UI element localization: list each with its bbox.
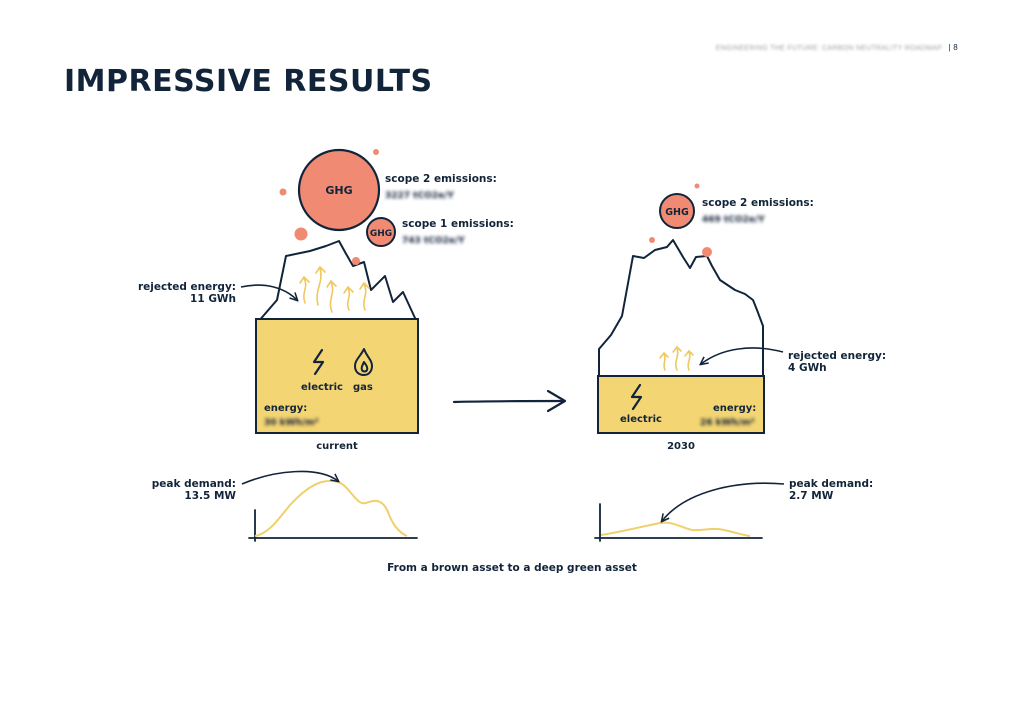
ghg-bubble-large <box>297 148 381 232</box>
emission-dot <box>279 188 287 196</box>
heat-arrow-icon <box>684 349 694 371</box>
current-building: electric gas energy: 30 kWh/m² current <box>255 240 419 452</box>
future-scope2-value: 469 tCO2e/Y <box>702 215 765 225</box>
demand-curve <box>254 479 408 537</box>
ghg-bubble-small <box>366 217 396 247</box>
emission-dot <box>294 227 308 241</box>
future-peak-chart: peak demand: 2.7 MW <box>594 478 873 542</box>
future-scope2-label: scope 2 emissions: <box>702 197 814 209</box>
ghg-label: GHG <box>665 207 689 218</box>
future-peak-value: 2.7 MW <box>789 490 834 502</box>
current-peak-value: 13.5 MW <box>184 490 236 502</box>
current-scope2-label: scope 2 emissions: <box>385 173 497 185</box>
ghg-label: GHG <box>370 229 392 239</box>
page-title: IMPRESSIVE RESULTS <box>64 64 433 99</box>
emission-dot <box>352 257 360 265</box>
current-heat-arrows <box>299 265 370 313</box>
demand-curve <box>600 521 751 537</box>
future-heat-arrows <box>659 345 694 371</box>
current-energy-label: energy: <box>264 403 307 414</box>
emission-dot <box>373 149 379 155</box>
header-meta: ENGINEERING THE FUTURE: CARBON NEUTRALIT… <box>716 43 958 52</box>
heat-arrow-icon <box>343 285 354 311</box>
future-rejected-value: 4 GWh <box>788 362 827 374</box>
future-rejected-callout: rejected energy: 4 GWh <box>701 347 886 374</box>
current-scope1-value: 743 tCO2e/Y <box>402 236 465 246</box>
callout-arrow <box>662 482 785 521</box>
callout-arrow <box>240 284 297 300</box>
future-building: electric energy: 26 kWh/m² 2030 <box>597 239 765 452</box>
future-emissions: GHG scope 2 emissions: 469 tCO2e/Y <box>649 183 814 257</box>
heat-arrow-icon <box>299 275 310 304</box>
current-scope1-label: scope 1 emissions: <box>402 218 514 230</box>
current-gas-label: gas <box>353 382 373 393</box>
heat-arrow-icon <box>359 281 370 311</box>
future-energy-block <box>597 375 765 434</box>
footer-caption: From a brown asset to a deep green asset <box>387 562 637 574</box>
axis <box>248 509 418 542</box>
heat-arrow-icon <box>659 351 669 371</box>
current-rejected-value: 11 GWh <box>190 293 236 305</box>
heat-arrow-icon <box>672 345 682 371</box>
ghg-bubble-small <box>659 193 695 229</box>
axis <box>594 503 763 542</box>
current-emissions: GHG GHG scope 2 emissions: 3227 tCO2e/Y … <box>279 148 514 265</box>
current-energy-block <box>255 318 419 434</box>
current-peak-label: peak demand: <box>152 478 236 490</box>
future-rejected-label: rejected energy: <box>788 350 886 362</box>
current-rejected-label: rejected energy: <box>138 281 236 293</box>
lightning-icon <box>312 348 325 376</box>
lightning-icon <box>630 383 643 411</box>
future-peak-label: peak demand: <box>789 478 873 490</box>
heat-arrow-icon <box>315 265 326 306</box>
arrow-right-icon <box>452 389 567 413</box>
emission-dot <box>649 237 655 243</box>
current-peak-chart: peak demand: 13.5 MW <box>152 470 418 542</box>
future-electric-label: electric <box>620 414 662 425</box>
callout-arrow <box>701 347 784 364</box>
current-energy-value: 30 kWh/m² <box>264 418 319 428</box>
future-energy-value: 26 kWh/m² <box>700 418 755 428</box>
heat-arrow-icon <box>326 279 337 313</box>
page-number: | 8 <box>948 43 958 52</box>
current-caption: current <box>316 441 358 452</box>
document-title: ENGINEERING THE FUTURE: CARBON NEUTRALIT… <box>715 45 943 52</box>
emission-dot <box>702 247 712 257</box>
flame-icon <box>354 348 373 376</box>
ghg-label: GHG <box>325 184 352 197</box>
current-building-outline <box>257 240 418 336</box>
future-energy-label: energy: <box>713 403 756 414</box>
emission-dot <box>694 183 700 189</box>
future-caption: 2030 <box>667 441 695 452</box>
current-scope2-value: 3227 tCO2e/Y <box>385 191 454 201</box>
current-rejected-callout: rejected energy: 11 GWh <box>138 281 297 305</box>
future-building-outline <box>598 239 764 378</box>
callout-arrow <box>241 470 338 485</box>
current-electric-label: electric <box>301 382 343 393</box>
